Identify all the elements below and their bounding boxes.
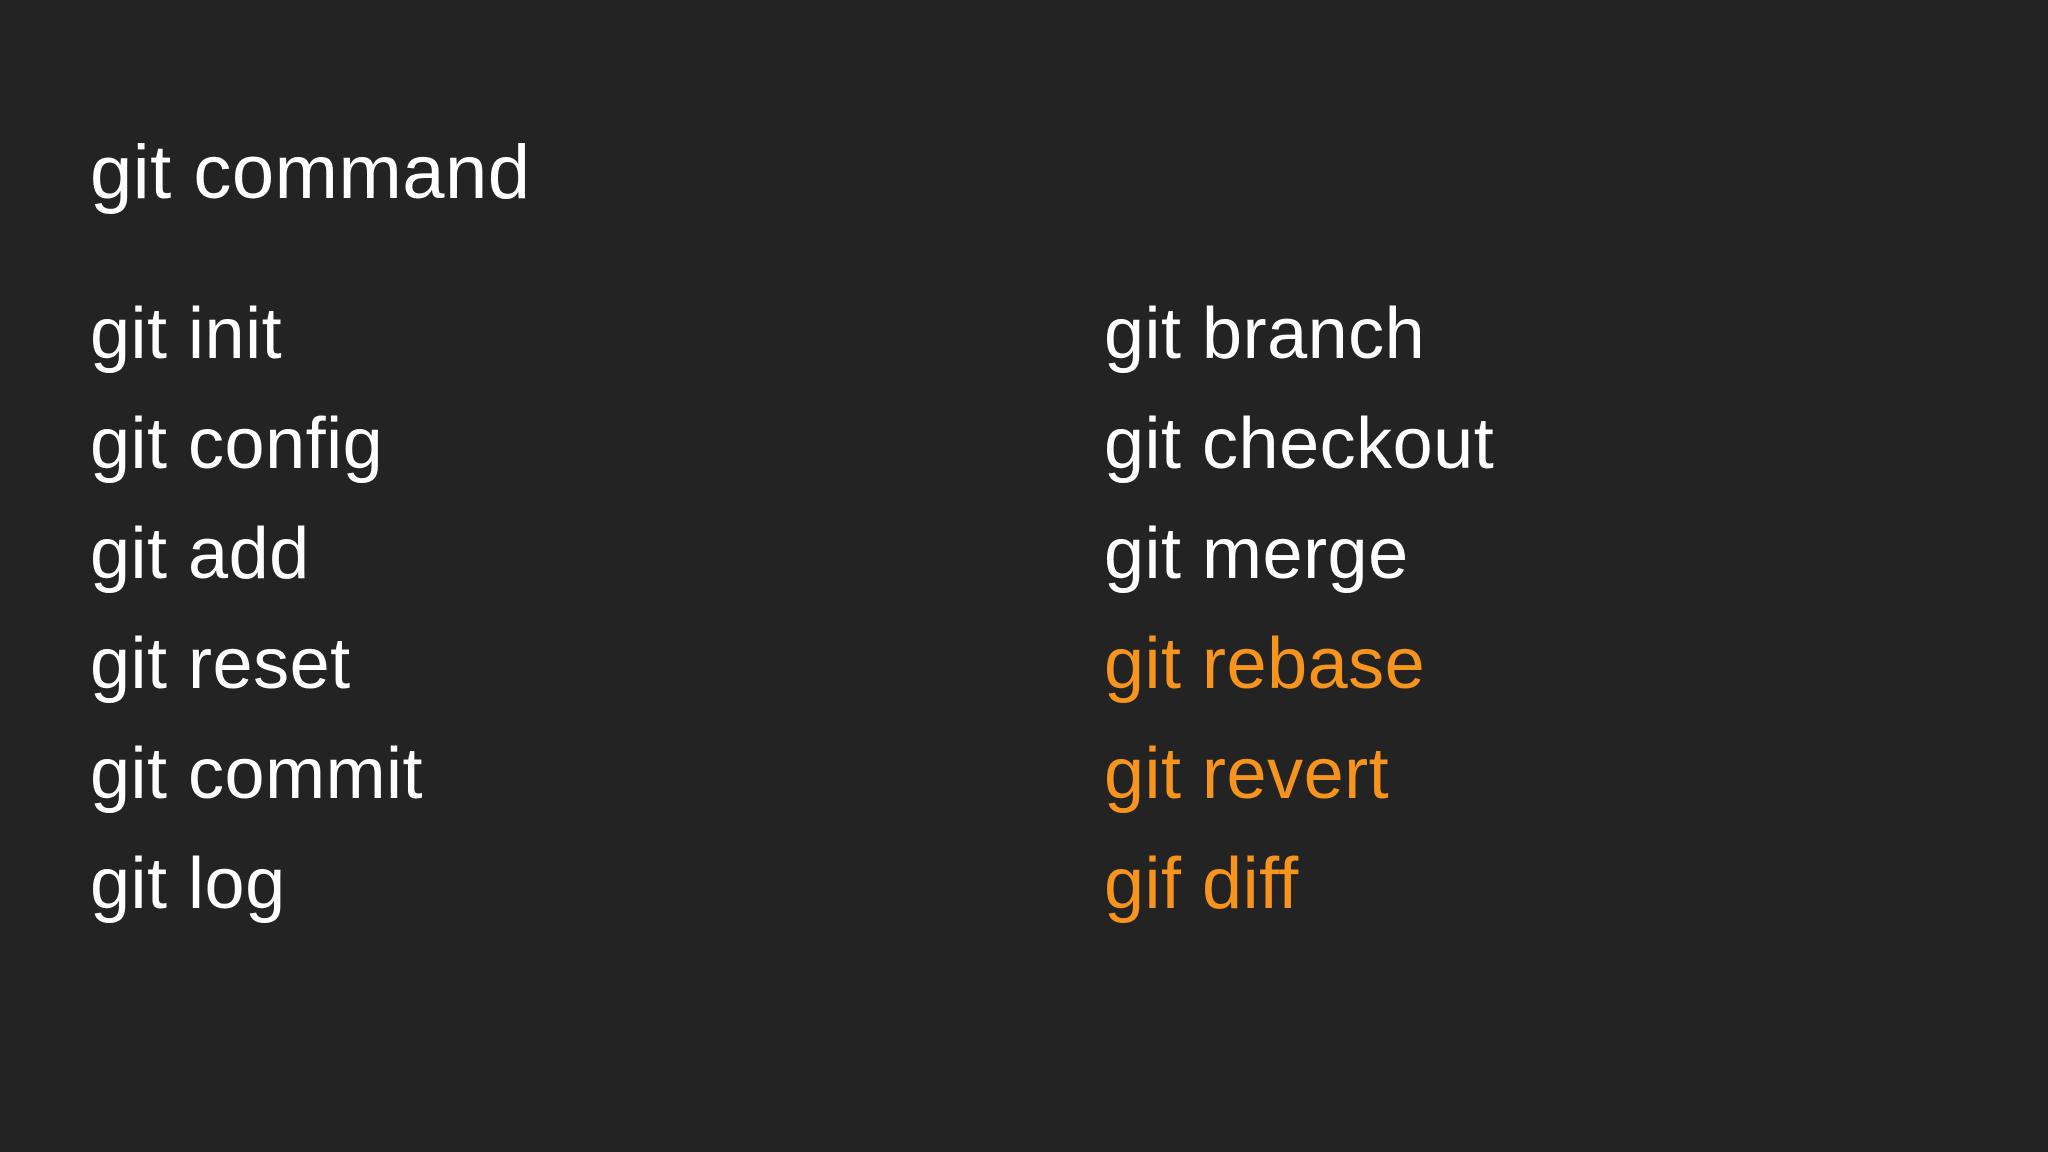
command-item-git-init: git init xyxy=(90,294,283,374)
command-item-git-rebase: git rebase xyxy=(1104,624,1426,704)
command-list-left: git init git config git add git reset gi… xyxy=(90,279,423,939)
command-item-git-revert: git revert xyxy=(1104,734,1390,814)
command-item-git-checkout: git checkout xyxy=(1104,404,1495,484)
command-item-git-branch: git branch xyxy=(1104,294,1426,374)
command-item-gif-diff: gif diff xyxy=(1104,844,1299,924)
page-title: git command xyxy=(90,130,531,215)
command-item-git-config: git config xyxy=(90,404,384,484)
command-item-git-commit: git commit xyxy=(90,734,424,814)
command-list-right: git branch git checkout git merge git re… xyxy=(1104,279,1494,939)
command-item-git-add: git add xyxy=(90,514,310,594)
command-item-git-merge: git merge xyxy=(1104,514,1409,594)
command-item-git-log: git log xyxy=(90,844,286,924)
command-item-git-reset: git reset xyxy=(90,624,351,704)
